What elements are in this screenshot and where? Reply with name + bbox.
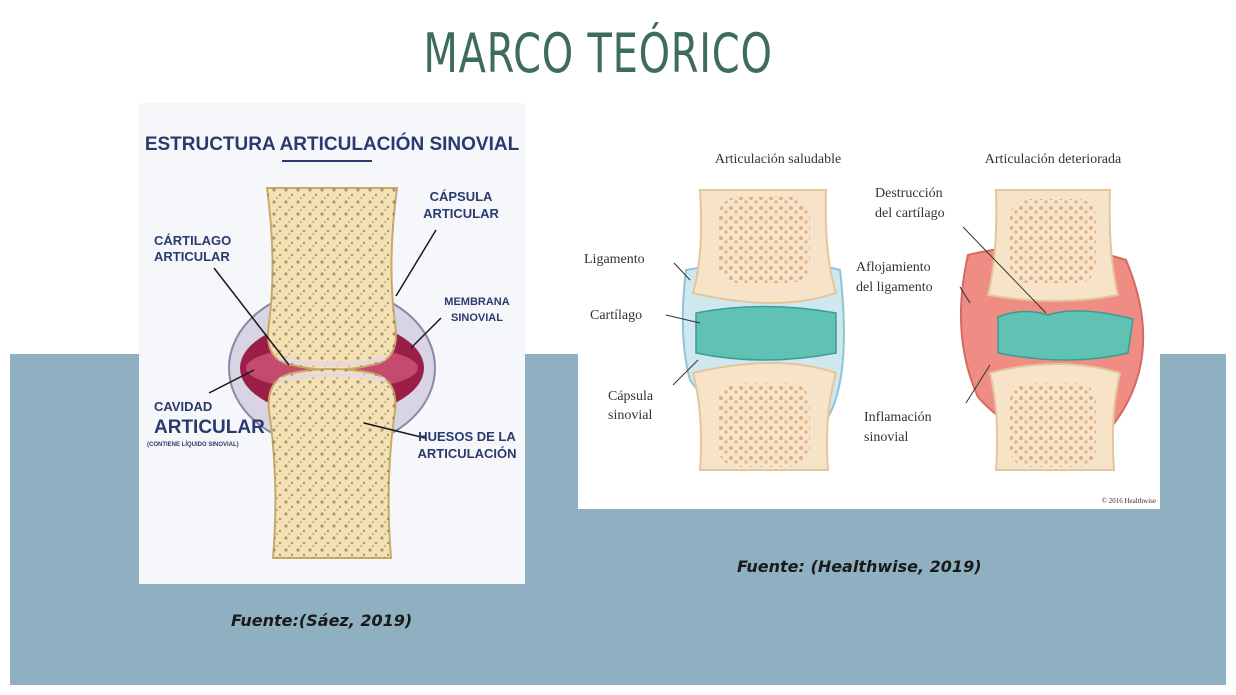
healthy-cartilage: [696, 307, 836, 361]
label-membrana-1: MEMBRANA: [444, 296, 509, 308]
damaged-cartilage: [998, 311, 1133, 360]
label-capsula-2: ARTICULAR: [423, 206, 499, 221]
synovial-joint-diagram: ESTRUCTURA ARTICULACIÓN SINOVIAL CÁPSULA…: [139, 103, 525, 584]
label-cavidad-2: ARTICULAR: [154, 417, 265, 438]
label-destruccion-1: Destrucción: [875, 186, 943, 201]
label-destruccion-2: del cartílago: [875, 206, 945, 221]
label-huesos-1: HUESOS DE LA: [418, 429, 516, 444]
label-capsula-1: Cápsula: [608, 389, 654, 404]
label-capsula-1: CÁPSULA: [430, 189, 493, 204]
label-inflamacion-1: Inflamación: [864, 410, 932, 425]
healthy-joint: [683, 190, 844, 470]
label-huesos-2: ARTICULACIÓN: [418, 446, 517, 461]
label-aflojamiento-2: del ligamento: [856, 280, 933, 295]
damaged-joint-title: Articulación deteriorada: [985, 152, 1122, 167]
label-cavidad-1: CAVIDAD: [154, 399, 212, 414]
label-cartilago: Cartílago: [590, 308, 642, 323]
healthy-joint-title: Articulación saludable: [715, 152, 841, 167]
label-cartilago-2: ARTICULAR: [154, 249, 230, 264]
left-figure-title: ESTRUCTURA ARTICULACIÓN SINOVIAL: [145, 133, 520, 155]
copyright-text: © 2016 Healthwise: [1102, 497, 1156, 505]
label-membrana-2: SINOVIAL: [451, 312, 503, 324]
label-ligamento: Ligamento: [584, 252, 645, 267]
left-figure-caption: Fuente:(Sáez, 2019): [231, 611, 412, 630]
synovial-joint-structure-figure: ESTRUCTURA ARTICULACIÓN SINOVIAL CÁPSULA…: [139, 103, 525, 584]
joint-comparison-figure: Articulación saludable Articulación dete…: [578, 135, 1160, 509]
label-inflamacion-2: sinovial: [864, 430, 908, 445]
label-cartilago-1: CÁRTILAGO: [154, 233, 231, 248]
healthy-vs-damaged-joint-diagram: Articulación saludable Articulación dete…: [578, 135, 1160, 509]
damaged-joint: [961, 190, 1143, 470]
slide-title: MARCO TEÓRICO: [155, 22, 1040, 85]
label-capsula-2: sinovial: [608, 408, 652, 423]
label-aflojamiento-1: Aflojamiento: [856, 260, 931, 275]
right-figure-caption: Fuente: (Healthwise, 2019): [737, 557, 982, 576]
label-cavidad-note: (CONTIENE LÍQUIDO SINOVIAL): [147, 440, 239, 448]
